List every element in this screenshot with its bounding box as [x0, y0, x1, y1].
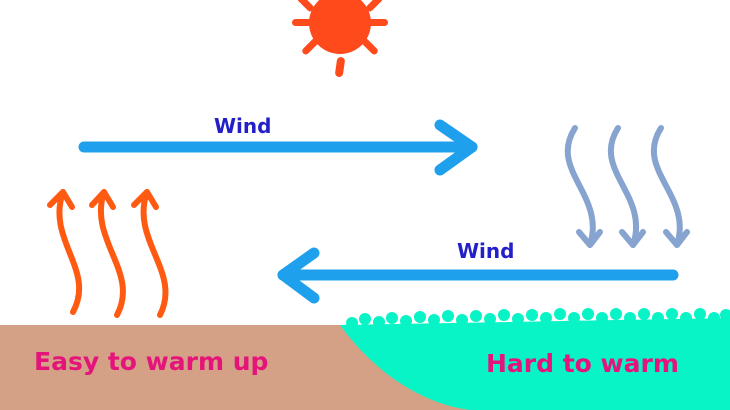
wind-label-bottom: Wind: [457, 239, 514, 263]
sinking-air-arrows: [568, 128, 687, 245]
rising-air-arrow: [50, 192, 79, 312]
sinking-air-arrow: [611, 128, 643, 245]
wind-arrow-top: [84, 125, 472, 170]
sun-icon: [292, 0, 388, 77]
wind-label-top: Wind: [214, 114, 271, 138]
sea-label: Hard to warm: [486, 349, 679, 378]
rising-air-arrow: [134, 192, 166, 315]
sinking-air-arrow: [654, 128, 687, 245]
rising-air-arrows: [50, 192, 166, 315]
sinking-air-arrow: [568, 128, 600, 245]
rising-air-arrow: [92, 192, 123, 315]
land-label: Easy to warm up: [34, 347, 268, 376]
